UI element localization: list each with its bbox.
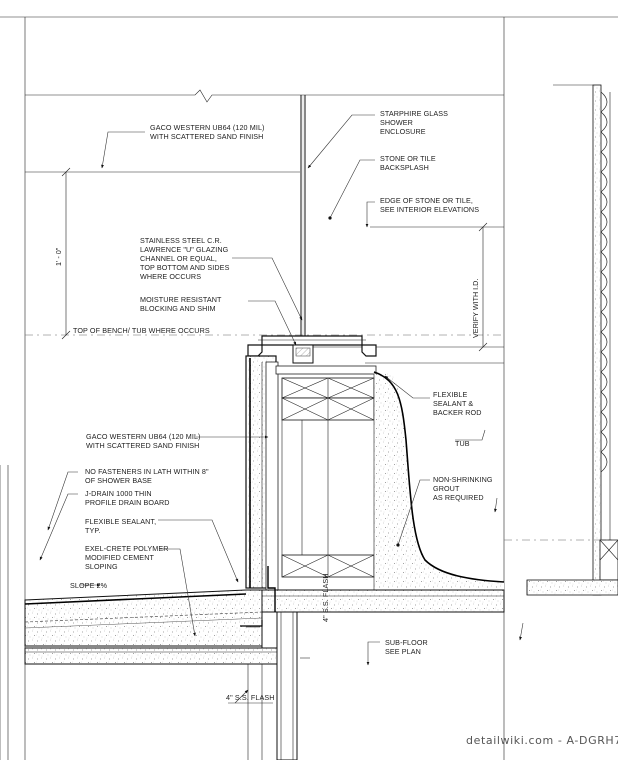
svg-text:ENCLOSURE: ENCLOSURE (380, 127, 426, 136)
svg-text:GROUT: GROUT (433, 484, 460, 493)
svg-text:NON-SHRINKING: NON-SHRINKING (433, 475, 493, 484)
note-slope: SLOPE 2% (70, 581, 108, 590)
svg-text:FLEXIBLE SEALANT,: FLEXIBLE SEALANT, (85, 517, 156, 526)
svg-text:EDGE OF STONE OR TILE,: EDGE OF STONE OR TILE, (380, 196, 473, 205)
svg-text:PROFILE DRAIN BOARD: PROFILE DRAIN BOARD (85, 498, 170, 507)
reference-lines (25, 89, 504, 364)
note-ss-flash-horizontal: 4" S.S. FLASH (226, 693, 275, 702)
svg-text:FLEXIBLE: FLEXIBLE (433, 390, 467, 399)
svg-text:SEE INTERIOR ELEVATIONS: SEE INTERIOR ELEVATIONS (380, 205, 479, 214)
floor-joist (247, 611, 298, 760)
note-ss-flash-vertical: 4" S.S. FLASH (321, 573, 330, 622)
svg-text:STAINLESS STEEL C.R.: STAINLESS STEEL C.R. (140, 236, 222, 245)
svg-text:OF SHOWER BASE: OF SHOWER BASE (85, 476, 152, 485)
watermark: detailwiki.com - A-DGRH7 (466, 734, 618, 747)
svg-text:GACO WESTERN UB64 (120 MIL): GACO WESTERN UB64 (120 MIL) (150, 123, 265, 132)
blocking (281, 377, 375, 578)
note-gaco-mid: GACO WESTERN UB64 (120 MIL) WITH SCATTER… (86, 432, 201, 450)
dimension-verify: VERIFY WITH I.D. (471, 279, 480, 338)
note-no-fasteners: NO FASTENERS IN LATH WITHIN 8" OF SHOWER… (85, 467, 209, 485)
leader-lines (39, 114, 524, 704)
svg-text:GACO WESTERN UB64 (120 MIL): GACO WESTERN UB64 (120 MIL) (86, 432, 201, 441)
svg-text:J-DRAIN 1000 THIN: J-DRAIN 1000 THIN (85, 489, 152, 498)
dimension-height: 1' - 0" (54, 247, 63, 266)
note-blocking: MOISTURE RESISTANT BLOCKING AND SHIM (140, 295, 222, 313)
note-jdrain: J-DRAIN 1000 THIN PROFILE DRAIN BOARD (85, 489, 170, 507)
note-starphire: STARPHIRE GLASS SHOWER ENCLOSURE (380, 109, 448, 136)
svg-text:TOP BOTTOM AND SIDES: TOP BOTTOM AND SIDES (140, 263, 230, 272)
note-tub: TUB (455, 439, 470, 448)
note-edge-stone: EDGE OF STONE OR TILE, SEE INTERIOR ELEV… (380, 196, 479, 214)
note-stone-backsplash: STONE OR TILE BACKSPLASH (380, 154, 436, 172)
note-glazing-channel: STAINLESS STEEL C.R. LAWRENCE "U" GLAZIN… (140, 236, 230, 281)
svg-text:AS REQUIRED: AS REQUIRED (433, 493, 484, 502)
svg-text:WHERE OCCURS: WHERE OCCURS (140, 272, 201, 281)
glass-enclosure (300, 95, 306, 345)
note-flexible-sealant-backer: FLEXIBLE SEALANT & BACKER ROD (433, 390, 482, 417)
svg-text:SEE PLAN: SEE PLAN (385, 647, 421, 656)
svg-text:WITH SCATTERED SAND FINISH: WITH SCATTERED SAND FINISH (86, 441, 199, 450)
svg-text:TYP.: TYP. (85, 526, 100, 535)
svg-text:SHOWER: SHOWER (380, 118, 413, 127)
svg-text:BACKER ROD: BACKER ROD (433, 408, 482, 417)
svg-text:CHANNEL OR EQUAL,: CHANNEL OR EQUAL, (140, 254, 217, 263)
grout-fill (373, 371, 505, 590)
note-sub-floor: SUB-FLOOR SEE PLAN (385, 638, 428, 656)
svg-text:BACKSPLASH: BACKSPLASH (380, 163, 429, 172)
svg-text:LAWRENCE "U" GLAZING: LAWRENCE "U" GLAZING (140, 245, 229, 254)
note-gaco-top: GACO WESTERN UB64 (120 MIL) WITH SCATTER… (150, 123, 265, 141)
note-exel-crete: EXEL-CRETE POLYMER MODIFIED CEMENT SLOPI… (85, 544, 169, 571)
svg-text:MOISTURE RESISTANT: MOISTURE RESISTANT (140, 295, 222, 304)
sub-floor (24, 589, 505, 665)
svg-text:STONE OR TILE: STONE OR TILE (380, 154, 436, 163)
bench-wall (245, 355, 377, 591)
right-wall (504, 84, 618, 596)
dimension-lines (61, 167, 488, 352)
svg-text:BLOCKING AND SHIM: BLOCKING AND SHIM (140, 304, 216, 313)
svg-text:SEALANT &: SEALANT & (433, 399, 473, 408)
note-non-shrinking: NON-SHRINKING GROUT AS REQUIRED (433, 475, 493, 502)
svg-text:NO FASTENERS IN LATH WITHIN 8": NO FASTENERS IN LATH WITHIN 8" (85, 467, 209, 476)
svg-text:EXEL-CRETE POLYMER: EXEL-CRETE POLYMER (85, 544, 169, 553)
svg-text:MODIFIED CEMENT: MODIFIED CEMENT (85, 553, 154, 562)
note-flexible-sealant-typ: FLEXIBLE SEALANT, TYP. (85, 517, 156, 535)
svg-text:WITH SCATTERED SAND FINISH: WITH SCATTERED SAND FINISH (150, 132, 263, 141)
note-top-of-bench: TOP OF BENCH/ TUB WHERE OCCURS (73, 326, 210, 335)
svg-text:SUB-FLOOR: SUB-FLOOR (385, 638, 428, 647)
mortar-bed (24, 589, 263, 648)
svg-text:STARPHIRE GLASS: STARPHIRE GLASS (380, 109, 448, 118)
svg-text:SLOPING: SLOPING (85, 562, 118, 571)
ss-flashing (240, 566, 276, 627)
